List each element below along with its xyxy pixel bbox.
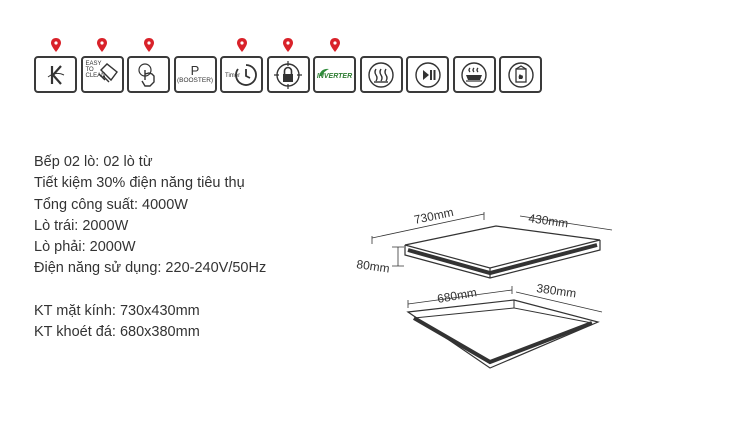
spec-right-burner: Lò phải: 2000W <box>34 239 136 256</box>
touch-control-icon <box>127 38 170 93</box>
pin-icon <box>283 38 293 52</box>
clean-label: CLEAN <box>85 73 106 79</box>
glass-plate-drawing <box>404 225 601 279</box>
pin-icon <box>329 38 340 52</box>
pin-icon <box>97 38 107 52</box>
spec-glass-size: KT mặt kính: 730x430mm <box>34 302 200 319</box>
inverter-label: INVERTER <box>316 73 353 80</box>
pin-icon <box>236 38 247 52</box>
cutout-width-dimension: 680mm <box>407 285 513 308</box>
play-pause-icon <box>406 56 449 93</box>
spec-saving: Tiết kiệm 30% điện năng tiêu thụ <box>34 175 245 192</box>
spec-total-power: Tổng công suất: 4000W <box>34 196 188 213</box>
booster-label: (BOOSTER) <box>176 77 214 84</box>
height-dimension: 80mm <box>356 246 404 276</box>
easy-to-clean-icon: EASY TO CLEAN <box>80 38 124 93</box>
height-label: 80mm <box>356 257 391 276</box>
timer-label: Timer <box>225 73 241 79</box>
heat-level-icon <box>359 56 403 93</box>
spec-left-burner: Lò trái: 2000W <box>34 217 129 234</box>
dimension-diagram: 730mm 430mm 80mm 680mm 380mm <box>356 205 613 369</box>
booster-p-label: P <box>190 63 200 78</box>
booster-icon: P (BOOSTER) <box>173 56 217 93</box>
glass-depth-label: 430mm <box>528 211 570 230</box>
inverter-icon: INVERTER <box>313 38 356 93</box>
to-label: TO <box>85 67 94 73</box>
easy-label: EASY <box>85 61 102 67</box>
cutout-depth-label: 380mm <box>536 281 578 300</box>
glass-depth-dimension: 430mm <box>519 211 613 231</box>
pin-icon <box>50 38 61 52</box>
child-lock-icon <box>266 38 310 93</box>
pin-icon <box>143 38 154 52</box>
spec-cutout-size: KT khoét đá: 680x380mm <box>34 324 200 341</box>
feature-icon-row: EASY TO CLEAN P (BOOSTER) Timer <box>34 38 542 93</box>
k-logo-icon <box>34 38 77 93</box>
cutout-width-label: 680mm <box>436 285 478 306</box>
spec-voltage: Điện năng sử dụng: 220-240V/50Hz <box>34 260 267 277</box>
cutout-drawing <box>406 299 600 369</box>
pan-detection-icon <box>452 56 496 93</box>
cutout-depth-dimension: 380mm <box>515 281 603 313</box>
residual-heat-icon <box>499 56 542 93</box>
spec-burners: Bếp 02 lò: 02 lò từ <box>34 154 153 170</box>
timer-icon: Timer <box>220 38 263 93</box>
glass-width-label: 730mm <box>413 205 455 227</box>
spec-list: Bếp 02 lò: 02 lò từ Tiết kiệm 30% điện n… <box>34 152 266 343</box>
